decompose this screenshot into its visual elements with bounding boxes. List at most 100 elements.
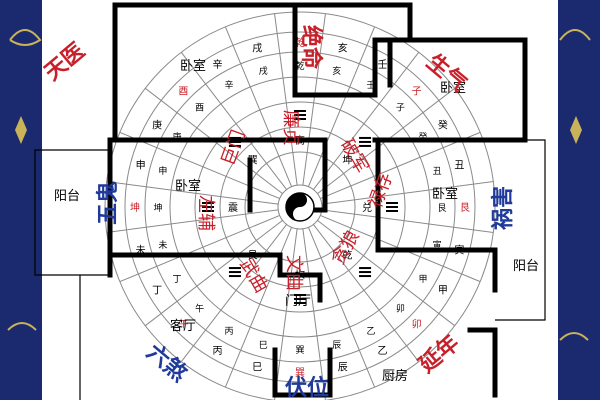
- ring-glyph-outer: 壬: [378, 59, 388, 71]
- ring-glyph-outer: 乙: [378, 345, 388, 357]
- ring-glyph-second: 丑: [433, 166, 442, 177]
- wall-right-bedroom: [375, 137, 498, 293]
- ring-glyph-outer: 子: [412, 85, 422, 97]
- room-hall: 门厅: [285, 294, 311, 309]
- room-bedroom-left: 卧室: [175, 178, 201, 194]
- star-huo-hai: 祸害: [490, 186, 516, 230]
- ring-glyph-outer: 午: [178, 318, 188, 331]
- ring-glyph-outer: 戌: [252, 42, 262, 55]
- planet-wen-qu: 文曲: [283, 255, 304, 291]
- ring-glyph-outer: 坤: [130, 201, 140, 214]
- compass-ring-6: [124, 31, 476, 383]
- ring-glyph-second: 乾: [295, 60, 304, 72]
- compass-spoke-23: [224, 26, 293, 187]
- compass-spoke-17: [119, 214, 280, 283]
- room-balcony-right: 阳台: [513, 259, 539, 274]
- ring-glyph-outer: 丑: [454, 160, 464, 171]
- ring-glyph-second: 酉: [195, 103, 204, 114]
- compass-spoke-16: [144, 219, 283, 327]
- ring-glyph-second: 艮: [437, 203, 446, 214]
- ring-glyph-second: 亥: [332, 65, 341, 77]
- ring-glyph-outer: 酉: [178, 86, 188, 97]
- compass-spoke-12: [302, 228, 326, 400]
- ring-glyph-trigram: 坤: [342, 154, 352, 167]
- ring-glyph-outer: 艮: [460, 202, 470, 214]
- compass-ring-5: [144, 51, 456, 363]
- room-kitchen: 厨房: [382, 368, 408, 384]
- ring-glyph-second: 甲: [418, 274, 427, 285]
- compass-spoke-5: [320, 131, 481, 200]
- ring-glyph-outer: 乾: [295, 36, 305, 49]
- ring-glyph-outer: 辛: [213, 58, 223, 71]
- wall-hall-bottom: [272, 347, 333, 398]
- compass-spoke-2: [307, 26, 376, 187]
- ring-glyph-second: 辰: [332, 340, 341, 351]
- ring-glyph-second: 丙: [224, 326, 233, 337]
- wall-kitchen: [467, 327, 498, 398]
- room-bedroom-right: 卧室: [440, 80, 466, 96]
- ring-glyph-trigram: 乾: [342, 248, 352, 261]
- ring-glyph-outer: 辰: [338, 361, 348, 373]
- ring-glyph-outer: 未: [136, 245, 146, 257]
- ring-glyph-second: 子: [396, 103, 405, 114]
- compass-spoke-11: [307, 227, 376, 388]
- ring-glyph-trigram: 兑: [362, 201, 372, 214]
- compass-spoke-13: [274, 228, 298, 400]
- compass-ring-3: [194, 101, 406, 313]
- ring-glyph-outer: 庚: [152, 119, 162, 132]
- ring-glyph-second: 坤: [153, 202, 162, 214]
- ring-glyph-second: 庚: [173, 131, 182, 143]
- ring-glyph-outer: 丁: [152, 286, 162, 297]
- compass-spoke-20: [119, 131, 280, 200]
- ring-glyph-second: 巳: [259, 340, 268, 351]
- ring-glyph-second: 辛: [224, 79, 233, 91]
- compass-ring-1: [244, 151, 356, 263]
- ring-glyph-trigram: 震: [228, 202, 238, 214]
- compass-spoke-3: [312, 51, 420, 190]
- ring-glyph-second: 巽: [295, 345, 304, 356]
- room-balcony-left: 阳台: [54, 189, 80, 204]
- compass-ring-4: [169, 76, 431, 338]
- ring-glyph-second: 未: [158, 239, 167, 251]
- ring-glyph-outer: 巳: [252, 361, 262, 373]
- ring-glyph-second: 丁: [173, 275, 182, 285]
- ring-glyph-second: 寅: [433, 239, 442, 251]
- compass-spoke-6: [321, 181, 494, 205]
- compass-spoke-18: [106, 209, 279, 233]
- ring-glyph-second: 卯: [396, 303, 405, 314]
- compass-spoke-22: [180, 51, 288, 190]
- balcony-right-outline: [495, 139, 546, 321]
- ring-glyph-second: 乙: [366, 326, 375, 337]
- wall-living-top: [107, 252, 323, 303]
- planet-lian-zhen: 廉贞: [280, 110, 301, 146]
- compass-spoke-10: [312, 224, 420, 363]
- compass-ring-0: [277, 184, 323, 230]
- ring-glyph-trigram: 巽: [248, 155, 258, 167]
- planet-zuo-fu: 左辅: [195, 195, 216, 231]
- compass-spoke-1: [302, 13, 326, 186]
- compass-spoke-0: [274, 13, 298, 186]
- compass-spoke-7: [321, 209, 494, 233]
- ring-glyph-outer: 申: [136, 158, 146, 171]
- ring-glyph-outer: 丙: [213, 346, 223, 357]
- taiji-center: [285, 192, 315, 222]
- room-bedroom-top: 卧室: [180, 58, 206, 74]
- ring-glyph-outer: 甲: [438, 286, 448, 297]
- compass-spoke-15: [180, 224, 288, 363]
- side-decor-right: [559, 29, 591, 341]
- ring-glyph-second: 壬: [366, 80, 375, 91]
- star-jue-ming: 绝命: [298, 25, 324, 70]
- side-decor-left: [7, 29, 42, 331]
- ring-glyph-outer: 巽: [295, 367, 305, 379]
- star-fu-wei: 伏位: [285, 375, 329, 400]
- room-living-room: 客厅: [170, 318, 196, 334]
- balcony-outlines: [34, 139, 546, 400]
- balcony-left-outline: [34, 149, 110, 276]
- wall-top-bedroom: [112, 2, 413, 143]
- compass-ring-7: [104, 11, 496, 400]
- star-wu-gui: 五鬼: [95, 181, 121, 225]
- room-bedroom-mid: 卧室: [432, 186, 458, 202]
- ring-glyph-second: 癸: [418, 131, 427, 143]
